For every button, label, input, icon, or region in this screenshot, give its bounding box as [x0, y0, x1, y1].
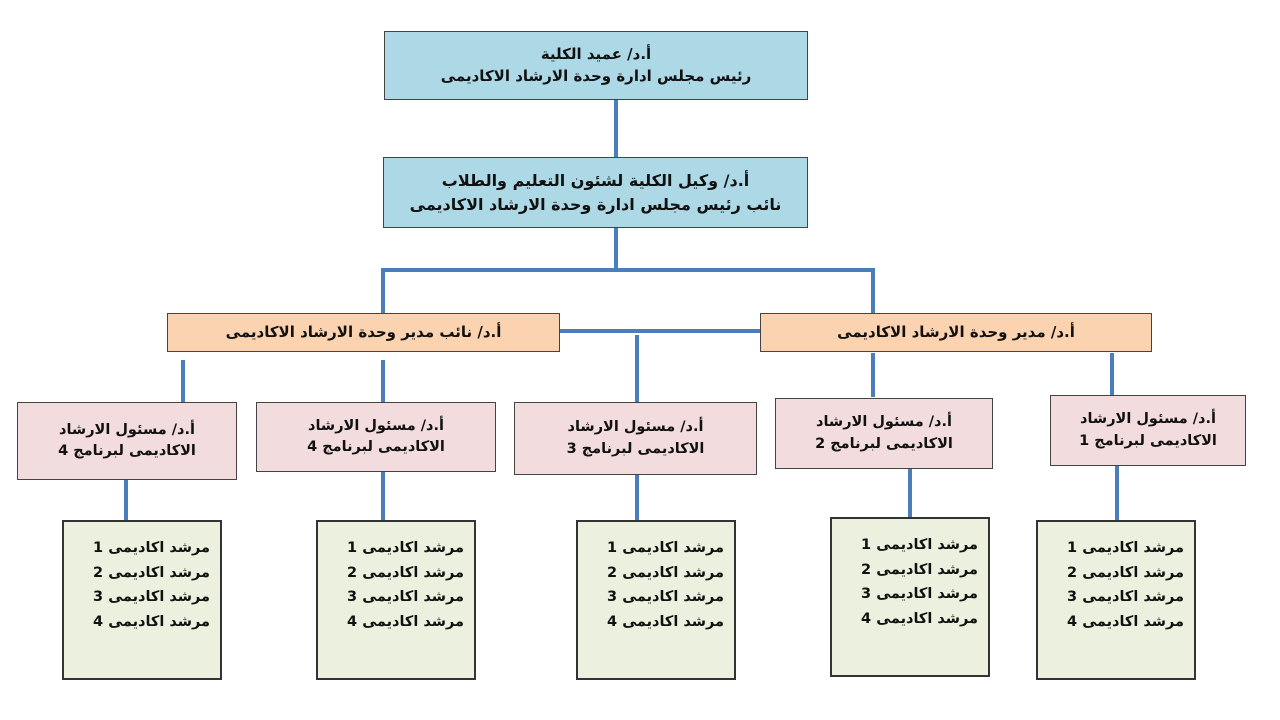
advisor-item: مرشد اكاديمى 2	[347, 564, 464, 581]
advisor-list: مرشد اكاديمى 1 مرشد اكاديمى 2 مرشد اكادي…	[62, 520, 222, 680]
director-title: أ.د/ مدير وحدة الارشاد الاكاديمى	[837, 322, 1075, 341]
advisor-item: مرشد اكاديمى 4	[93, 613, 210, 630]
program-head-program: الاكاديمى لبرنامج 1	[1079, 432, 1217, 449]
program-head-box: أ.د/ مسئول الارشاد الاكاديمى لبرنامج 1	[1050, 395, 1246, 466]
program-head-title: أ.د/ مسئول الارشاد	[567, 419, 704, 436]
vice-dean-role: نائب رئيس مجلس ادارة وحدة الارشاد الاكاد…	[409, 194, 782, 214]
dean-box: أ.د/ عميد الكلية رئيس مجلس ادارة وحدة ال…	[384, 31, 808, 100]
advisor-item: مرشد اكاديمى 1	[861, 537, 978, 553]
advisor-item: مرشد اكاديمى 4	[347, 613, 464, 630]
program-head-title: أ.د/ مسئول الارشاد	[59, 421, 195, 438]
program-head-title: أ.د/ مسئول الارشاد	[1080, 411, 1216, 428]
vice-dean-title: أ.د/ وكيل الكلية لشئون التعليم والطلاب	[441, 171, 750, 191]
advisor-item: مرشد اكاديمى 1	[607, 540, 724, 556]
advisor-item: مرشد اكاديمى 1	[1067, 540, 1184, 556]
program-head-box: أ.د/ مسئول الارشاد الاكاديمى لبرنامج 3	[514, 402, 757, 475]
deputy-director-box: أ.د/ نائب مدير وحدة الارشاد الاكاديمى	[167, 313, 560, 352]
advisor-item: مرشد اكاديمى 3	[1067, 589, 1184, 606]
dean-role: رئيس مجلس ادارة وحدة الارشاد الاكاديمى	[440, 66, 752, 85]
advisor-item: مرشد اكاديمى 4	[861, 610, 978, 627]
advisor-item: مرشد اكاديمى 3	[347, 589, 464, 606]
program-head-box: أ.د/ مسئول الارشاد الاكاديمى لبرنامج 2	[775, 398, 993, 469]
advisor-item: مرشد اكاديمى 4	[607, 613, 724, 630]
program-head-program: الاكاديمى لبرنامج 4	[58, 443, 196, 459]
advisor-item: مرشد اكاديمى 3	[93, 589, 210, 606]
program-head-program: الاكاديمى لبرنامج 3	[566, 440, 705, 457]
advisor-list: مرشد اكاديمى 1 مرشد اكاديمى 2 مرشد اكادي…	[1036, 520, 1196, 680]
advisor-item: مرشد اكاديمى 2	[861, 561, 978, 578]
advisor-item: مرشد اكاديمى 4	[1067, 613, 1184, 630]
advisor-list: مرشد اكاديمى 1 مرشد اكاديمى 2 مرشد اكادي…	[316, 520, 476, 680]
advisor-list: مرشد اكاديمى 1 مرشد اكاديمى 2 مرشد اكادي…	[830, 517, 990, 677]
advisor-item: مرشد اكاديمى 1	[93, 540, 210, 556]
advisor-item: مرشد اكاديمى 3	[861, 586, 978, 603]
deputy-director-title: أ.د/ نائب مدير وحدة الارشاد الاكاديمى	[225, 322, 502, 341]
vice-dean-box: أ.د/ وكيل الكلية لشئون التعليم والطلاب ن…	[383, 157, 808, 228]
advisor-list: مرشد اكاديمى 1 مرشد اكاديمى 2 مرشد اكادي…	[576, 520, 736, 680]
director-box: أ.د/ مدير وحدة الارشاد الاكاديمى	[760, 313, 1152, 352]
program-head-box: أ.د/ مسئول الارشاد الاكاديمى لبرنامج 4	[256, 402, 496, 472]
advisor-item: مرشد اكاديمى 2	[607, 564, 724, 581]
advisor-item: مرشد اكاديمى 1	[347, 540, 464, 556]
program-head-title: أ.د/ مسئول الارشاد	[308, 417, 444, 434]
advisor-item: مرشد اكاديمى 3	[607, 589, 724, 606]
dean-title: أ.د/ عميد الكلية	[540, 44, 652, 63]
program-head-program: الاكاديمى لبرنامج 4	[307, 439, 445, 455]
program-head-title: أ.د/ مسئول الارشاد	[816, 414, 952, 431]
program-head-program: الاكاديمى لبرنامج 2	[815, 435, 953, 452]
program-head-box: أ.د/ مسئول الارشاد الاكاديمى لبرنامج 4	[17, 402, 237, 480]
advisor-item: مرشد اكاديمى 2	[1067, 564, 1184, 581]
advisor-item: مرشد اكاديمى 2	[93, 564, 210, 581]
